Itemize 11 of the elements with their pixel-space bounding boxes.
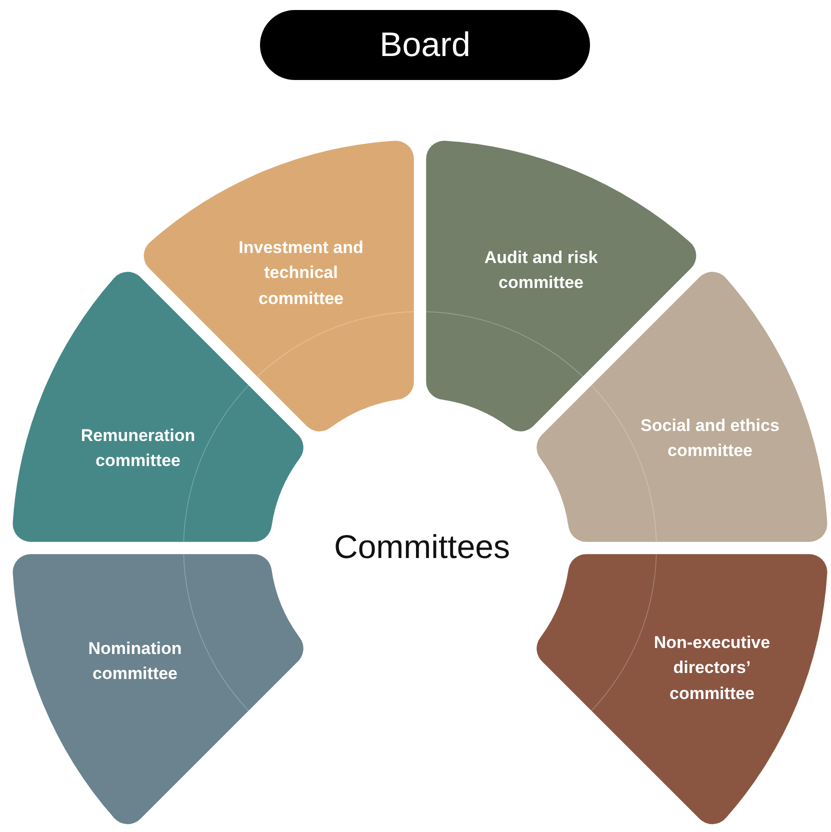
committee-label: Non-executive directors’ committee [652, 632, 772, 705]
committee-segment [536, 554, 828, 824]
committee-label: Remuneration committee [80, 424, 196, 472]
committee-label: Nomination committee [87, 638, 183, 685]
committee-label: Investment and technical committee [238, 236, 364, 310]
committee-segment [12, 554, 304, 824]
center-heading: Committees [334, 528, 510, 566]
committee-label: Audit and risk committee [483, 246, 599, 294]
committee-segment [426, 140, 696, 432]
committee-label: Social and ethics committee [640, 414, 780, 462]
board-title: Board [380, 26, 470, 64]
